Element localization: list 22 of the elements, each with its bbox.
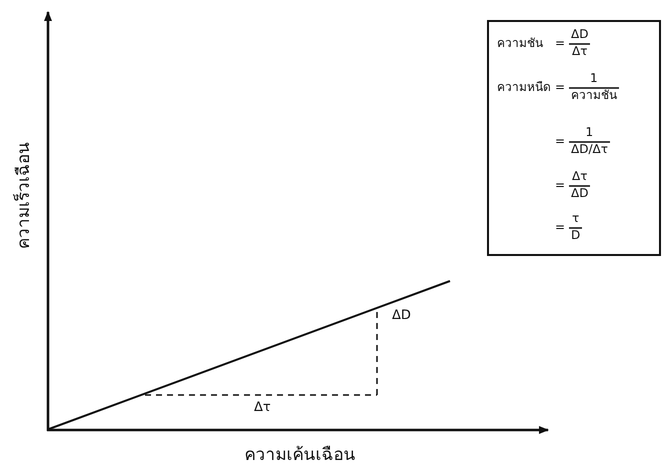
formula-box bbox=[487, 20, 661, 256]
term-label: ความชัน bbox=[497, 36, 543, 50]
axis-label: ความเค้นเฉือน bbox=[244, 444, 356, 467]
numerator: Δτ bbox=[572, 169, 588, 183]
denominator: ΔD/Δτ bbox=[571, 142, 608, 156]
equals-sign: = bbox=[555, 134, 566, 148]
numerator: 1 bbox=[586, 125, 594, 139]
equals-sign: = bbox=[555, 36, 566, 50]
equals-sign: = bbox=[555, 80, 566, 94]
dimension-label: Δτ bbox=[254, 400, 271, 415]
numerator: ΔD bbox=[571, 27, 588, 41]
term-label: ความหนืด bbox=[497, 80, 551, 94]
equals-sign: = bbox=[555, 220, 566, 234]
numerator: 1 bbox=[590, 71, 598, 85]
denominator: ความชัน bbox=[571, 88, 617, 102]
denominator: D bbox=[571, 228, 580, 242]
equals-sign: = bbox=[555, 178, 566, 192]
axis-label: ความเร็วเฉือน bbox=[12, 142, 35, 248]
dimension-label: ΔD bbox=[392, 308, 411, 323]
numerator: τ bbox=[572, 211, 580, 225]
denominator: Δτ bbox=[572, 44, 588, 58]
denominator: ΔD bbox=[571, 186, 588, 200]
